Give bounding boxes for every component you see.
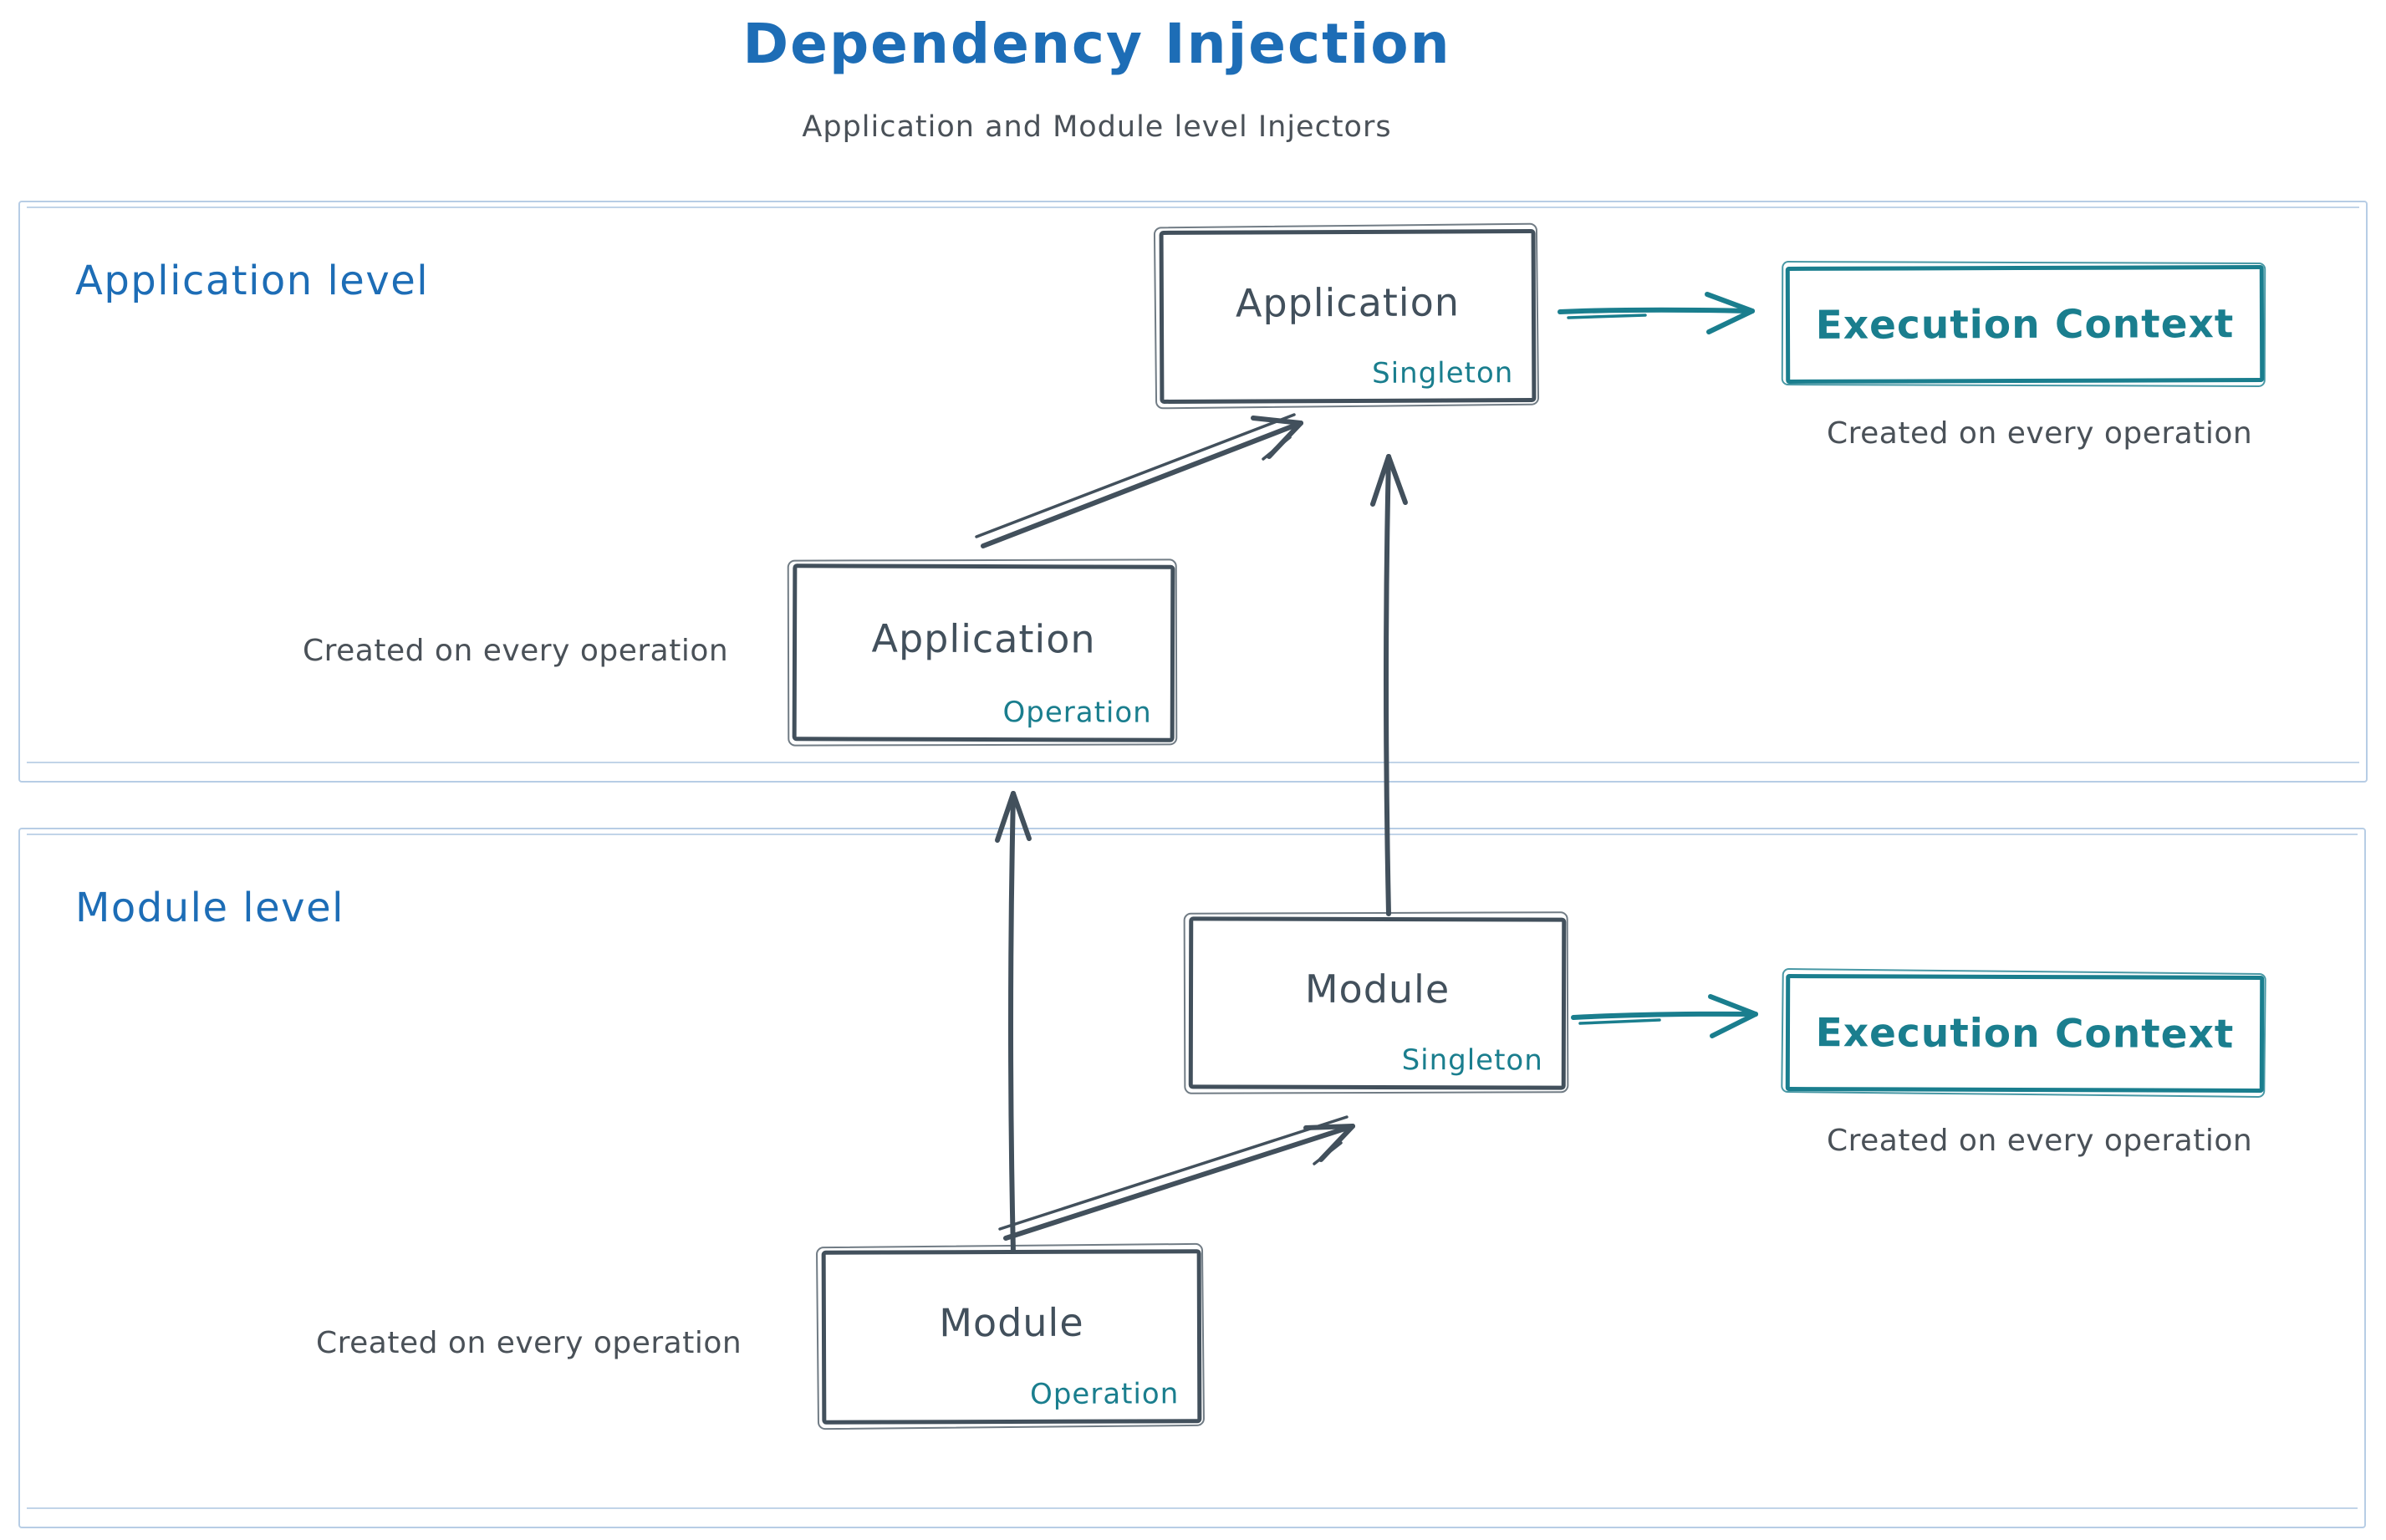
page-title: Dependency Injection bbox=[742, 12, 1451, 76]
app-execution-context-label: Execution Context bbox=[1815, 300, 2235, 349]
module-operation-box-title: Module bbox=[939, 1299, 1084, 1346]
app-operation-box-title: Application bbox=[871, 615, 1096, 662]
module-operation-box: Module Operation bbox=[821, 1249, 1202, 1425]
app-operation-note: Created on every operation bbox=[303, 634, 729, 668]
module-singleton-box-tag: Singleton bbox=[1401, 1043, 1543, 1078]
app-singleton-box-title: Application bbox=[1235, 278, 1461, 326]
app-singleton-box: Application Singleton bbox=[1159, 229, 1537, 404]
module-level-section: Module level bbox=[18, 828, 2366, 1528]
module-execution-context-label: Execution Context bbox=[1815, 1009, 2235, 1058]
page-subtitle: Application and Module level Injectors bbox=[802, 110, 1392, 144]
app-operation-box-tag: Operation bbox=[1002, 696, 1152, 730]
module-execution-note: Created on every operation bbox=[1827, 1124, 2253, 1158]
module-execution-context-box: Execution Context bbox=[1785, 974, 2265, 1093]
app-singleton-box-tag: Singleton bbox=[1371, 356, 1514, 390]
application-level-label: Application level bbox=[75, 258, 430, 304]
module-operation-box-tag: Operation bbox=[1029, 1377, 1180, 1411]
module-level-label: Module level bbox=[75, 885, 344, 931]
module-operation-note: Created on every operation bbox=[316, 1326, 742, 1360]
module-singleton-box-title: Module bbox=[1304, 966, 1450, 1012]
app-execution-context-box: Execution Context bbox=[1785, 265, 2265, 384]
application-level-section: Application level bbox=[18, 201, 2368, 783]
app-execution-note: Created on every operation bbox=[1827, 416, 2253, 451]
module-singleton-box: Module Singleton bbox=[1188, 916, 1567, 1090]
app-operation-box: Application Operation bbox=[792, 563, 1175, 742]
